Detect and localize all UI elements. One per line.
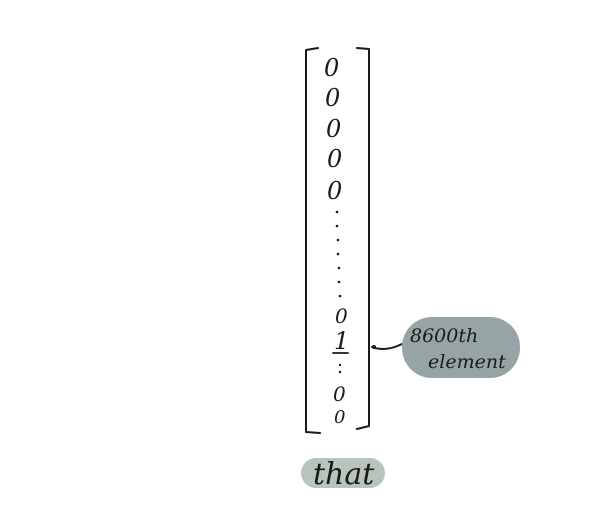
callout-connector	[371, 343, 403, 350]
vector-entry-2: 0	[325, 84, 340, 112]
vector-entry-before-one: 0	[335, 304, 348, 328]
vector-entry-bottom-2: 0	[334, 407, 345, 428]
vector-entry-3: 0	[326, 115, 341, 143]
left-bracket	[305, 47, 321, 434]
callout-line-1: 8600th	[410, 325, 478, 347]
word-label-text: that	[313, 457, 375, 492]
vector-entry-one: 1	[334, 327, 349, 355]
vector-entry-bottom-1: 0	[333, 382, 346, 406]
vector-entry-1: 0	[324, 54, 339, 82]
word-label-pill	[301, 458, 385, 488]
callout-line-2: element	[428, 351, 506, 373]
right-bracket	[356, 47, 370, 430]
small-ellipsis	[338, 363, 342, 374]
vector-entry-4: 0	[327, 145, 342, 173]
callout-pill	[402, 317, 520, 378]
vector-entry-5: 0	[327, 177, 342, 205]
ellipsis-dots	[335, 210, 342, 298]
